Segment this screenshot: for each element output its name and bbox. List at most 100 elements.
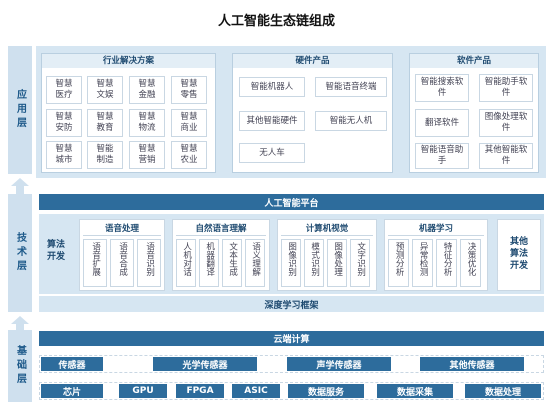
sensor-item: 光学传感器 <box>153 357 257 371</box>
tech-group-title: 计算机视觉 <box>281 223 373 236</box>
tech-group-title: 机器学习 <box>388 223 484 236</box>
other-algo-label: 其他算法开发 <box>509 237 528 271</box>
software-item: 图像处理软件 <box>479 109 533 137</box>
algo-label-text: 算法开发 <box>46 240 65 262</box>
tech-group-title: 语音处理 <box>83 223 161 236</box>
sensor-row <box>39 355 544 373</box>
algo-label: 算法开发 <box>43 240 69 270</box>
arrow-stem-tech <box>16 186 24 194</box>
sensor-label: 传感器 <box>41 357 103 371</box>
tech-group-item-label: 决策优化 <box>466 242 477 276</box>
arrow-up-tech <box>11 178 29 186</box>
tech-group-item: 图像识别 <box>281 239 301 287</box>
tech-group-item-label: 语音识别 <box>144 242 155 276</box>
tech-group-item: 异常检测 <box>412 239 433 287</box>
software-item: 智能语音助手 <box>415 143 469 169</box>
hardware-item: 智能语音终端 <box>315 77 387 97</box>
data-item: 数据服务 <box>288 384 364 398</box>
software-item: 智能搜索软件 <box>415 74 469 102</box>
industry-item-label: 智能制造 <box>96 144 114 165</box>
arrow-up-base <box>11 316 29 324</box>
tech-group-item: 语音扩展 <box>83 239 107 287</box>
software-item: 翻译软件 <box>415 109 469 137</box>
tech-group-item-label: 文本生成 <box>227 242 238 276</box>
industry-item: 智慧医疗 <box>46 76 82 104</box>
tech-group-item-label: 预测分析 <box>394 242 405 276</box>
tech-group-item: 文字识别 <box>350 239 370 287</box>
tech-group-item-label: 异常检测 <box>418 242 429 276</box>
tech-group-item-label: 语义理解 <box>250 242 261 276</box>
software-panel-title: 软件产品 <box>410 54 538 68</box>
tech-group-item: 特征分析 <box>436 239 457 287</box>
tech-group-item-label: 语音扩展 <box>90 242 101 276</box>
tech-group-item-label: 文字识别 <box>355 242 366 276</box>
industry-item-label: 智慧农业 <box>180 144 198 165</box>
software-item-label: 智能助手软件 <box>484 77 528 98</box>
industry-item: 智慧文娱 <box>87 76 123 104</box>
software-item: 智能助手软件 <box>479 74 533 102</box>
sensor-item: 其他传感器 <box>420 357 524 371</box>
industry-item-label: 智慧商业 <box>180 112 198 133</box>
industry-item-label: 智慧金融 <box>138 79 156 100</box>
chip-label: 芯片 <box>41 384 103 398</box>
industry-item-label: 智慧物流 <box>138 112 156 133</box>
tech-group-item-label: 图像识别 <box>286 242 297 276</box>
industry-item: 智能制造 <box>87 141 123 169</box>
other-algo-box: 其他算法开发 <box>497 219 541 291</box>
industry-item-label: 智慧安防 <box>55 112 73 133</box>
software-item-label: 智能语音助手 <box>420 145 464 166</box>
tech-group-item: 机器翻译 <box>199 239 219 287</box>
industry-item-label: 智慧城市 <box>55 144 73 165</box>
layer-label-tech-text: 技术层 <box>14 232 26 274</box>
industry-item: 智慧教育 <box>87 109 123 137</box>
tech-group-item: 图像处理 <box>327 239 347 287</box>
tech-group-item-label: 语音合成 <box>117 242 128 276</box>
industry-item: 智慧营销 <box>129 141 165 169</box>
chip-item: GPU <box>119 384 167 398</box>
tech-group-item-label: 特征分析 <box>442 242 453 276</box>
layer-label-tech: 技术层 <box>8 194 32 312</box>
tech-group-item: 语音合成 <box>110 239 134 287</box>
software-item-label: 智能搜索软件 <box>420 77 464 98</box>
industry-item: 智慧物流 <box>129 109 165 137</box>
tech-group-item: 文本生成 <box>222 239 242 287</box>
chip-item: ASIC <box>232 384 280 398</box>
diagram-title: 人工智能生态链组成 <box>217 14 335 29</box>
tech-group-item-label: 模式识别 <box>309 242 320 276</box>
ai-platform-bar: 人工智能平台 <box>39 194 544 210</box>
tech-group-item-label: 机器翻译 <box>204 242 215 276</box>
hardware-item: 其他智能硬件 <box>239 111 305 131</box>
software-item-label: 图像处理软件 <box>484 112 528 133</box>
industry-item: 智慧商业 <box>171 109 207 137</box>
hardware-item: 无人车 <box>239 143 305 163</box>
industry-item: 智慧农业 <box>171 141 207 169</box>
hardware-item: 智能无人机 <box>315 111 387 131</box>
hardware-item: 智能机器人 <box>239 77 305 97</box>
software-item-label: 其他智能软件 <box>484 145 528 166</box>
industry-item: 智慧金融 <box>129 76 165 104</box>
tech-group-item: 语义理解 <box>245 239 265 287</box>
tech-group-item: 模式识别 <box>304 239 324 287</box>
deep-learning-bar: 深度学习框架 <box>39 296 544 312</box>
tech-group-item: 人机对话 <box>176 239 196 287</box>
layer-label-application-text: 应用层 <box>14 89 26 131</box>
tech-group-item-label: 图像处理 <box>332 242 343 276</box>
industry-item: 智慧城市 <box>46 141 82 169</box>
arrow-stem-base <box>16 324 24 330</box>
chip-item: FPGA <box>176 384 224 398</box>
industry-item: 智慧安防 <box>46 109 82 137</box>
data-item: 数据处理 <box>465 384 541 398</box>
industry-item: 智慧零售 <box>171 76 207 104</box>
layer-label-application: 应用层 <box>8 46 32 174</box>
chip-row <box>39 382 544 400</box>
industry-item-label: 智慧零售 <box>180 79 198 100</box>
software-item: 其他智能软件 <box>479 143 533 169</box>
tech-group-item: 决策优化 <box>460 239 481 287</box>
industry-item-label: 智慧文娱 <box>96 79 114 100</box>
cloud-computing-bar: 云端计算 <box>39 331 544 346</box>
tech-group-item: 语音识别 <box>137 239 161 287</box>
industry-item-label: 智慧营销 <box>138 144 156 165</box>
sensor-item: 声学传感器 <box>287 357 391 371</box>
tech-group-title: 自然语言理解 <box>176 223 266 236</box>
industry-item-label: 智慧医疗 <box>55 79 73 100</box>
